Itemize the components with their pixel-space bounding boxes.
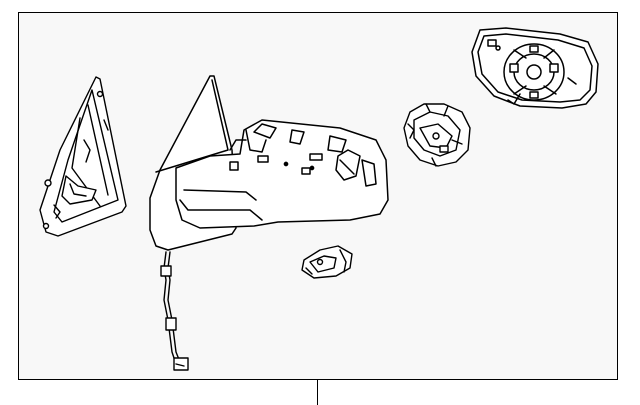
mirror-motor-actuator-icon xyxy=(403,103,471,167)
frame-bottom-rule xyxy=(18,379,618,380)
callout-leader-line xyxy=(317,380,318,405)
mirror-base-clip-icon xyxy=(301,245,353,279)
outside-mirror-assembly-icon xyxy=(149,75,389,251)
mirror-trim-cover-icon xyxy=(39,76,127,237)
mirror-glass-backing-plate-icon xyxy=(471,27,599,109)
wiring-harness-icon xyxy=(160,251,189,371)
